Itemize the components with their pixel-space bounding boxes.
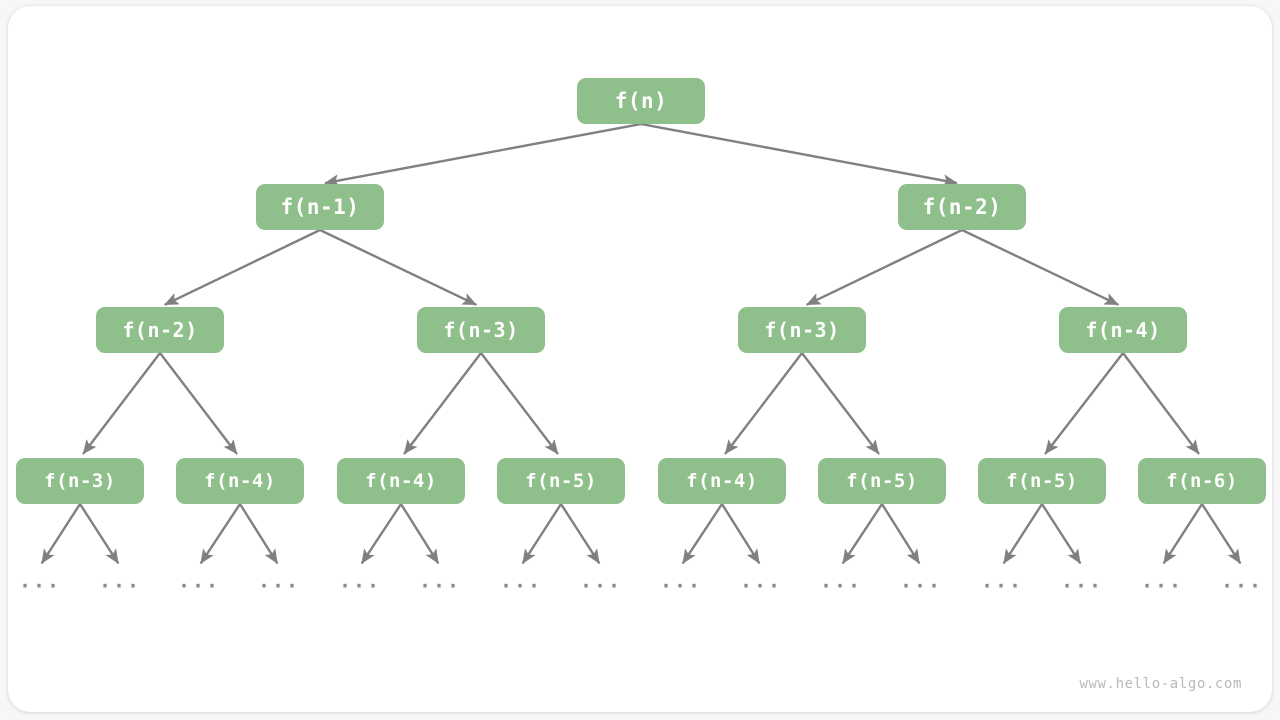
tree-edge	[521, 502, 563, 564]
tree-node-label: f(n)	[614, 89, 668, 113]
tree-node-label: f(n-5)	[525, 470, 597, 492]
tree-edge	[806, 228, 964, 306]
tree-edge	[724, 351, 804, 455]
tree-node-label: f(n-3)	[764, 318, 840, 342]
ellipsis-node: ···	[18, 574, 62, 598]
tree-edge	[158, 351, 238, 455]
tree-edge	[1200, 502, 1242, 564]
tree-edge	[361, 502, 403, 564]
ellipsis-node: ···	[819, 574, 863, 598]
ellipsis-node: ···	[980, 574, 1024, 598]
ellipsis-node: ···	[659, 574, 703, 598]
tree-edge	[720, 502, 761, 564]
tree-edge	[559, 502, 601, 564]
tree-edge	[682, 502, 724, 564]
tree-edge	[324, 122, 643, 187]
ellipsis-node: ···	[499, 574, 543, 598]
ellipsis-node: ···	[418, 574, 462, 598]
ellipsis-node: ···	[257, 574, 301, 598]
tree-edge	[880, 502, 921, 564]
tree-edge	[960, 228, 1119, 306]
tree-edge	[800, 351, 880, 455]
tree-node: f(n-4)	[658, 458, 786, 504]
tree-node-label: f(n-4)	[1085, 318, 1161, 342]
tree-node-label: f(n-5)	[846, 470, 918, 492]
tree-node: f(n-1)	[256, 184, 384, 230]
ellipsis-node: ···	[1220, 574, 1264, 598]
ellipsis-node: ···	[899, 574, 943, 598]
tree-node-label: f(n-3)	[44, 470, 116, 492]
tree-edge	[82, 351, 162, 455]
ellipsis-node: ···	[1060, 574, 1104, 598]
tree-edge	[639, 122, 958, 187]
tree-edge	[200, 502, 242, 564]
tree-node-label: f(n-1)	[280, 195, 360, 219]
tree-edge	[164, 228, 322, 306]
tree-edge	[1040, 502, 1082, 564]
tree-node: f(n-5)	[497, 458, 625, 504]
tree-edge	[1002, 502, 1044, 564]
tree-edge	[842, 502, 884, 564]
tree-node: f(n-3)	[16, 458, 144, 504]
tree-node: f(n-5)	[818, 458, 946, 504]
tree-edge	[318, 228, 477, 306]
tree-node-label: f(n-5)	[1006, 470, 1078, 492]
tree-node: f(n-3)	[417, 307, 545, 353]
tree-node: f(n)	[577, 78, 705, 124]
ellipsis-node: ···	[177, 574, 221, 598]
tree-edge	[1044, 351, 1125, 455]
tree-edge	[479, 351, 559, 455]
tree-edge	[1121, 351, 1200, 455]
ellipsis-node: ···	[1140, 574, 1184, 598]
watermark-label: www.hello-algo.com	[1079, 676, 1242, 692]
tree-node-label: f(n-4)	[686, 470, 758, 492]
tree-node: f(n-5)	[978, 458, 1106, 504]
ellipsis-node: ···	[739, 574, 783, 598]
tree-edge	[399, 502, 440, 564]
tree-node-label: f(n-4)	[365, 470, 437, 492]
tree-edge	[78, 502, 120, 564]
tree-edge	[1162, 502, 1204, 564]
tree-edge	[238, 502, 279, 564]
tree-node: f(n-4)	[1059, 307, 1187, 353]
tree-node-label: f(n-6)	[1166, 470, 1238, 492]
tree-node-label: f(n-3)	[443, 318, 519, 342]
ellipsis-node: ···	[338, 574, 382, 598]
tree-node: f(n-4)	[176, 458, 304, 504]
edge-layer	[40, 122, 1242, 564]
tree-node: f(n-3)	[738, 307, 866, 353]
ellipsis-node: ···	[579, 574, 623, 598]
tree-node-label: f(n-4)	[204, 470, 276, 492]
ellipsis-node: ···	[98, 574, 142, 598]
tree-node: f(n-6)	[1138, 458, 1266, 504]
tree-node-label: f(n-2)	[122, 318, 198, 342]
tree-node: f(n-2)	[96, 307, 224, 353]
tree-edge	[403, 351, 483, 455]
tree-edge	[40, 502, 82, 564]
tree-node-label: f(n-2)	[922, 195, 1002, 219]
tree-node: f(n-2)	[898, 184, 1026, 230]
tree-node: f(n-4)	[337, 458, 465, 504]
